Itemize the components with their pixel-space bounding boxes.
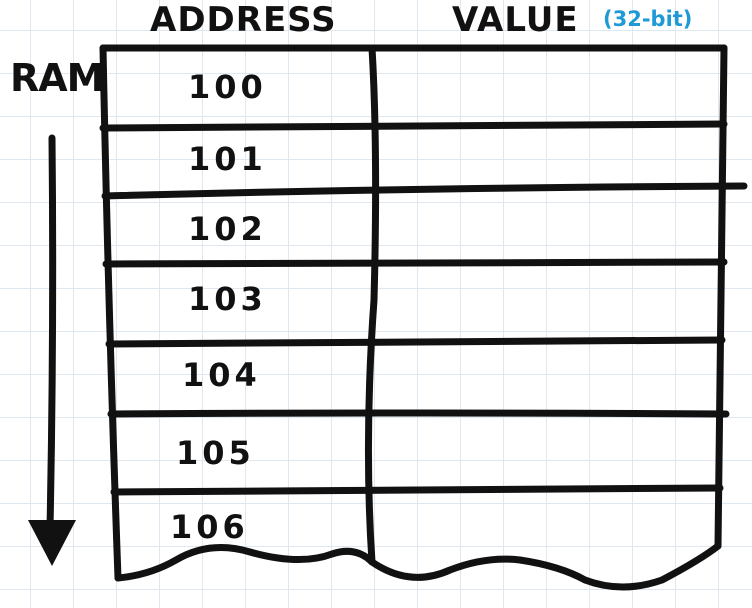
address-cell: 100 — [188, 68, 267, 106]
address-cell: 103 — [188, 280, 267, 318]
address-cell: 102 — [188, 210, 267, 248]
table-bottom-wave — [114, 542, 722, 591]
row-separator — [101, 182, 748, 200]
row-separator — [102, 258, 728, 268]
value-bit-width-note: (32-bit) — [603, 7, 693, 31]
address-column-header: ADDRESS — [150, 0, 337, 40]
value-column-header: VALUE — [452, 0, 579, 40]
row-separator — [105, 336, 726, 348]
row-separator — [99, 120, 728, 132]
table-left-border — [99, 44, 122, 582]
ram-label: RAM — [10, 56, 104, 100]
row-separator — [107, 409, 730, 418]
table-column-divider — [364, 44, 380, 566]
address-cell: 105 — [176, 434, 255, 472]
memory-table — [99, 44, 748, 591]
table-right-border — [714, 44, 728, 550]
address-cell: 106 — [170, 508, 249, 546]
address-cell: 104 — [182, 356, 261, 394]
row-separator — [110, 484, 724, 496]
ram-direction-arrow — [28, 134, 76, 566]
address-cell: 101 — [188, 140, 267, 178]
